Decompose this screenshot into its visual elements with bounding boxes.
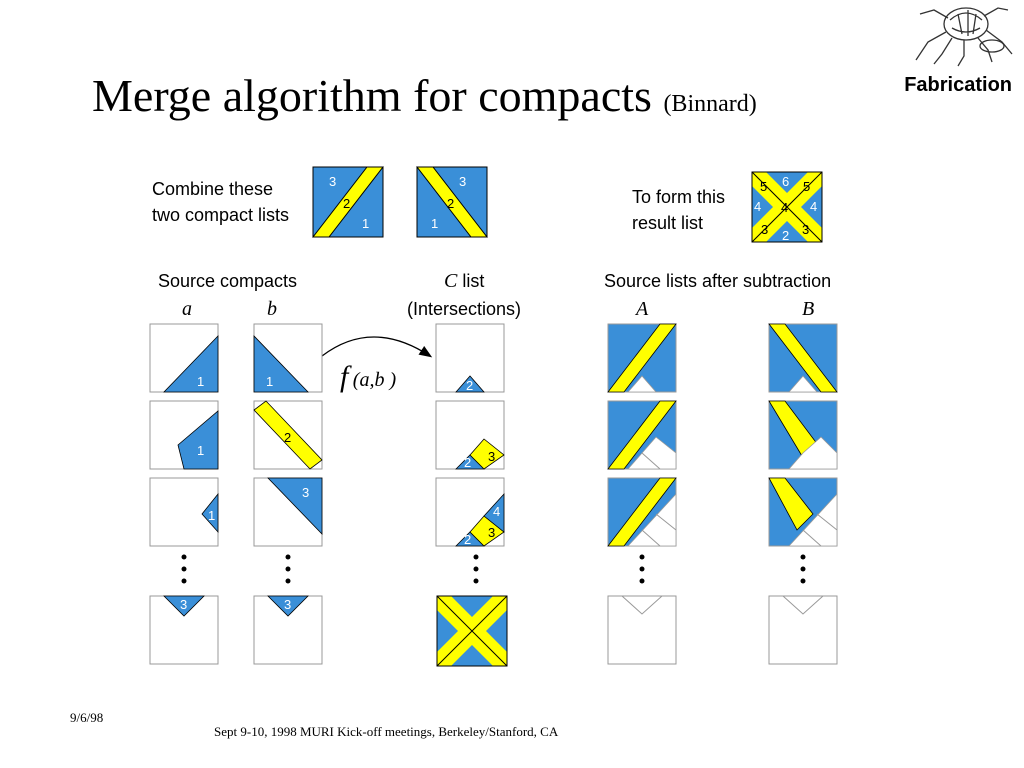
svg-text:3: 3 — [459, 174, 466, 189]
col-A-label: A — [636, 298, 649, 320]
svg-text:1: 1 — [197, 374, 204, 389]
top-compact-b: 3 2 1 — [415, 166, 489, 238]
form-text-line1: To form this — [632, 187, 726, 207]
col-B-label: B — [802, 298, 815, 320]
svg-text:1: 1 — [266, 374, 273, 389]
col-A-row3 — [607, 477, 677, 547]
svg-text:3: 3 — [284, 597, 291, 612]
top-result-compact: 5 6 5 4 4 4 3 2 3 — [751, 171, 823, 243]
svg-text:2: 2 — [466, 378, 473, 393]
col-A-row2 — [607, 400, 677, 470]
col-c-dots — [473, 554, 479, 584]
col-B-row3 — [768, 477, 838, 547]
svg-text:3: 3 — [761, 222, 768, 237]
svg-text:3: 3 — [180, 597, 187, 612]
svg-text:3: 3 — [802, 222, 809, 237]
svg-text:2: 2 — [464, 455, 471, 470]
svg-text:2: 2 — [464, 532, 471, 547]
svg-text:2: 2 — [447, 196, 454, 211]
col-c-row3: 2 3 4 — [435, 477, 505, 547]
col-a-dots — [181, 554, 187, 584]
form-text: To form this result list — [632, 184, 725, 236]
bug-logo-icon — [915, 7, 1013, 67]
col-b-row2: 2 — [253, 400, 323, 470]
col-c-row1: 2 — [435, 323, 505, 393]
title-note: (Binnard) — [663, 91, 757, 117]
footer-date: 9/6/98 — [70, 710, 104, 725]
col-a-row2: 1 — [149, 400, 219, 470]
svg-text:5: 5 — [760, 179, 767, 194]
col-b-last: 3 — [253, 595, 323, 665]
c-list-word: list — [462, 271, 485, 291]
c-list-sub: (Intersections) — [407, 299, 522, 319]
col-A-row1 — [607, 323, 677, 393]
source-compacts-header: Source compacts — [158, 271, 298, 291]
svg-text:4: 4 — [781, 200, 788, 215]
svg-text:3: 3 — [329, 174, 336, 189]
svg-text:3: 3 — [488, 449, 495, 464]
svg-text:2: 2 — [782, 228, 789, 243]
page-title: Merge algorithm for compacts (Binnard) — [92, 68, 757, 132]
svg-text:1: 1 — [208, 508, 215, 523]
col-B-row1 — [768, 323, 838, 393]
svg-text:4: 4 — [754, 199, 761, 214]
col-B-last — [768, 595, 838, 665]
svg-text:4: 4 — [810, 199, 817, 214]
col-a-row1: 1 — [149, 323, 219, 393]
svg-text:2: 2 — [284, 430, 291, 445]
svg-text:4: 4 — [493, 504, 500, 519]
svg-text:5: 5 — [803, 179, 810, 194]
col-a-last: 3 — [149, 595, 219, 665]
combine-text-line1: Combine these — [152, 179, 274, 199]
col-B-row2 — [768, 400, 838, 470]
col-c-row2: 2 3 — [435, 400, 505, 470]
svg-text:3: 3 — [302, 485, 309, 500]
col-B-dots — [800, 554, 806, 584]
col-a-row3: 1 — [149, 477, 219, 547]
c-list-letter: C — [444, 270, 458, 292]
function-label: f (a,b ) — [340, 360, 396, 394]
col-A-last — [607, 595, 677, 665]
form-text-line2: result list — [632, 213, 704, 233]
subtraction-header: Source lists after subtraction — [604, 271, 832, 291]
col-b-label: b — [267, 298, 277, 320]
svg-text:2: 2 — [343, 196, 350, 211]
c-list-header: C list — [444, 268, 484, 294]
top-compact-a: 3 2 1 — [311, 166, 385, 238]
combine-text: Combine these two compact lists — [152, 176, 289, 228]
col-c-last — [436, 595, 508, 667]
col-b-row1: 1 — [253, 323, 323, 393]
function-arrow — [321, 336, 433, 358]
svg-text:6: 6 — [782, 174, 789, 189]
function-args: (a,b ) — [352, 369, 397, 391]
col-b-row3: 3 — [253, 477, 323, 547]
svg-text:1: 1 — [362, 216, 369, 231]
function-f: f — [340, 360, 349, 393]
col-b-dots — [285, 554, 291, 584]
combine-text-line2: two compact lists — [152, 205, 290, 225]
col-A-dots — [639, 554, 645, 584]
col-a-label: a — [182, 298, 192, 320]
svg-text:1: 1 — [431, 216, 438, 231]
section-label: Fabrication — [904, 74, 1012, 96]
svg-text:3: 3 — [488, 525, 495, 540]
svg-text:1: 1 — [197, 443, 204, 458]
title-text: Merge algorithm for compacts — [92, 70, 652, 121]
footer-text: Sept 9-10, 1998 MURI Kick-off meetings, … — [214, 724, 559, 739]
